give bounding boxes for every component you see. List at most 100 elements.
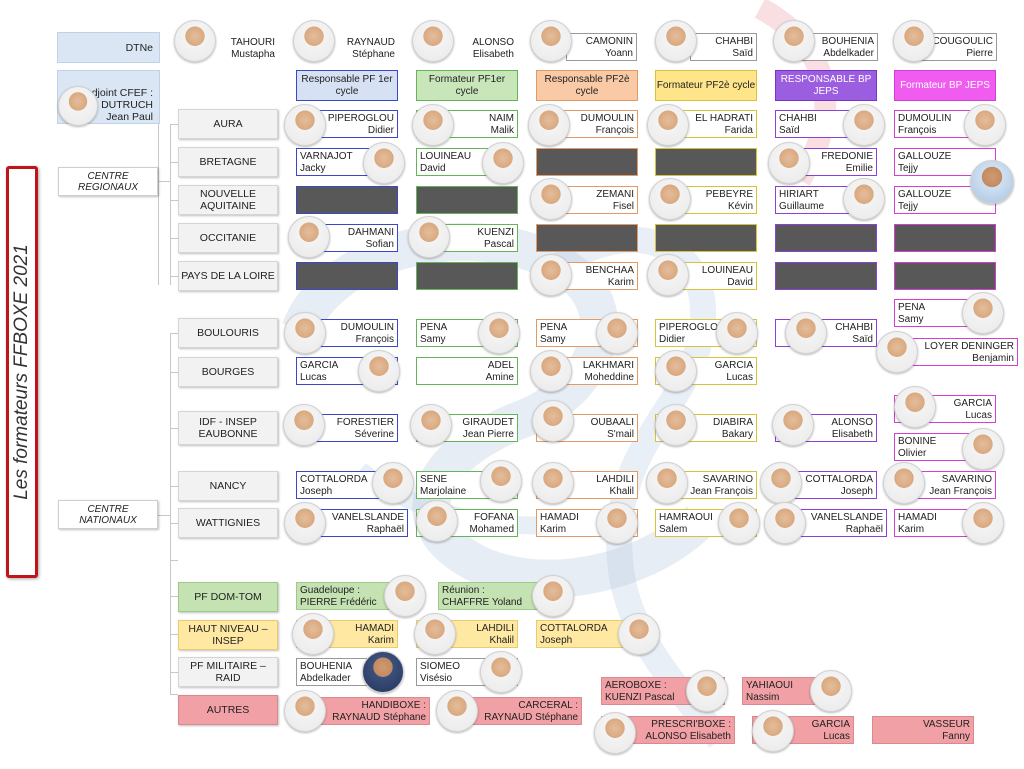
person-first: Lucas xyxy=(300,372,327,383)
person-last: SAVARINO xyxy=(702,474,753,485)
region-label: BRETAGNE xyxy=(199,156,257,168)
person-first: Pierre xyxy=(966,48,993,59)
column-head-text: RESPONSABLE BP JEPS xyxy=(780,73,872,97)
avatar xyxy=(58,86,98,126)
person-last: VANELSLANDE xyxy=(810,512,883,523)
avatar xyxy=(528,104,570,146)
person-first: Jean François xyxy=(690,486,753,497)
person-first: Tejjy xyxy=(898,163,919,174)
avatar xyxy=(292,613,334,655)
region-pays-de-la-loire: PAYS DE LA LOIRE xyxy=(178,261,278,291)
region-bretagne: BRETAGNE xyxy=(178,147,278,177)
document-title-frame: Les formateurs FFBOXE 2021 xyxy=(6,166,38,578)
person-first: Yoann xyxy=(605,48,633,59)
person-last: HAMADI xyxy=(540,512,579,523)
person-first: Karim xyxy=(367,635,394,646)
person-first: Joseph xyxy=(540,635,573,646)
reunion-title: Réunion : xyxy=(442,585,485,596)
person-first: Kévin xyxy=(727,201,753,212)
person-first: Karim xyxy=(540,524,567,535)
tree-line xyxy=(158,181,170,182)
dtne-label-text: DTNe xyxy=(125,41,153,54)
person-last: ADEL xyxy=(487,360,514,371)
column-head-text: Formateur PF2è cycle xyxy=(656,79,756,91)
person-first: Emilie xyxy=(845,163,873,174)
empty-slot xyxy=(894,262,996,290)
person-last: PENA xyxy=(898,302,926,313)
empty-slot xyxy=(536,224,638,252)
avatar xyxy=(646,462,688,504)
handiboxe-name: RAYNAUD Stéphane xyxy=(332,712,426,723)
person-first: Séverine xyxy=(354,429,394,440)
person-first: Saïd xyxy=(732,48,753,59)
avatar xyxy=(284,104,326,146)
avatar xyxy=(480,651,522,693)
tree-line xyxy=(170,560,178,561)
avatar xyxy=(893,20,935,62)
tree-line xyxy=(170,200,178,201)
tree-line xyxy=(158,515,170,516)
avatar xyxy=(962,428,1004,470)
avatar xyxy=(174,20,216,62)
column-head-text: Responsable PF 1er cycle xyxy=(301,73,393,97)
person-first: Khalil xyxy=(609,486,634,497)
centre-regionaux-label: CENTRE REGIONAUX xyxy=(58,167,158,196)
person-first: Didier xyxy=(367,125,394,136)
avatar xyxy=(530,20,572,62)
adjoint-title: Adjoint CFEF : xyxy=(84,87,153,99)
avatar xyxy=(772,404,814,446)
avatar xyxy=(876,331,918,373)
column-head-text: Responsable PF2è cycle xyxy=(544,73,630,97)
tree-line xyxy=(170,428,178,429)
guadeloupe-name: PIERRE Frédéric xyxy=(300,597,377,608)
tree-line xyxy=(170,372,178,373)
avatar xyxy=(596,312,638,354)
person-first: Mohamed xyxy=(469,524,514,535)
tree-line xyxy=(170,634,178,635)
person-first: David xyxy=(727,277,753,288)
empty-slot xyxy=(536,148,638,176)
program-label: AUTRES xyxy=(206,704,250,716)
empty-slot xyxy=(296,186,398,214)
person-last: BENCHAA xyxy=(585,265,634,276)
person-last: CAMONIN xyxy=(585,36,633,47)
empty-slot xyxy=(775,224,877,252)
person-last: HAMADI xyxy=(898,512,937,523)
empty-slot xyxy=(296,262,398,290)
prescriboxe-title: PRESCRI'BOXE : xyxy=(651,719,731,730)
avatar xyxy=(970,160,1014,204)
person-first: Malik xyxy=(490,125,514,136)
person-first: Jean François xyxy=(929,486,992,497)
tree-line xyxy=(170,486,178,487)
avatar xyxy=(532,400,574,442)
person-first: Saïd xyxy=(779,125,800,136)
person-first: Benjamin xyxy=(972,353,1014,364)
person-last: DIABIRA xyxy=(712,417,753,428)
column-head-resp-bp: RESPONSABLE BP JEPS xyxy=(775,70,877,101)
person-last: SIOMEO xyxy=(420,661,461,672)
avatar xyxy=(284,502,326,544)
avatar xyxy=(883,462,925,504)
region-nouvelle-aquitaine: NOUVELLE AQUITAINE xyxy=(178,185,278,215)
region-aura: AURA xyxy=(178,109,278,139)
person-first: Khalil xyxy=(489,635,514,646)
column-head-form-bp: Formateur BP JEPS xyxy=(894,70,996,101)
column-head-text: Formateur PF1er cycle xyxy=(428,73,506,97)
reunion-name: CHAFFRE Yoland xyxy=(442,597,523,608)
avatar xyxy=(655,20,697,62)
avatar xyxy=(436,690,478,732)
tree-line xyxy=(170,333,178,334)
person-last: GARCIA xyxy=(953,398,992,409)
avatar xyxy=(372,462,414,504)
person-first: Samy xyxy=(898,314,924,325)
person-last: VARNAJOT xyxy=(300,151,353,162)
person-last: GALLOUZE xyxy=(898,189,952,200)
person-first: Visésio xyxy=(420,673,453,684)
avatar xyxy=(843,178,885,220)
person-first: Fisel xyxy=(612,201,634,212)
avatar xyxy=(284,690,326,732)
